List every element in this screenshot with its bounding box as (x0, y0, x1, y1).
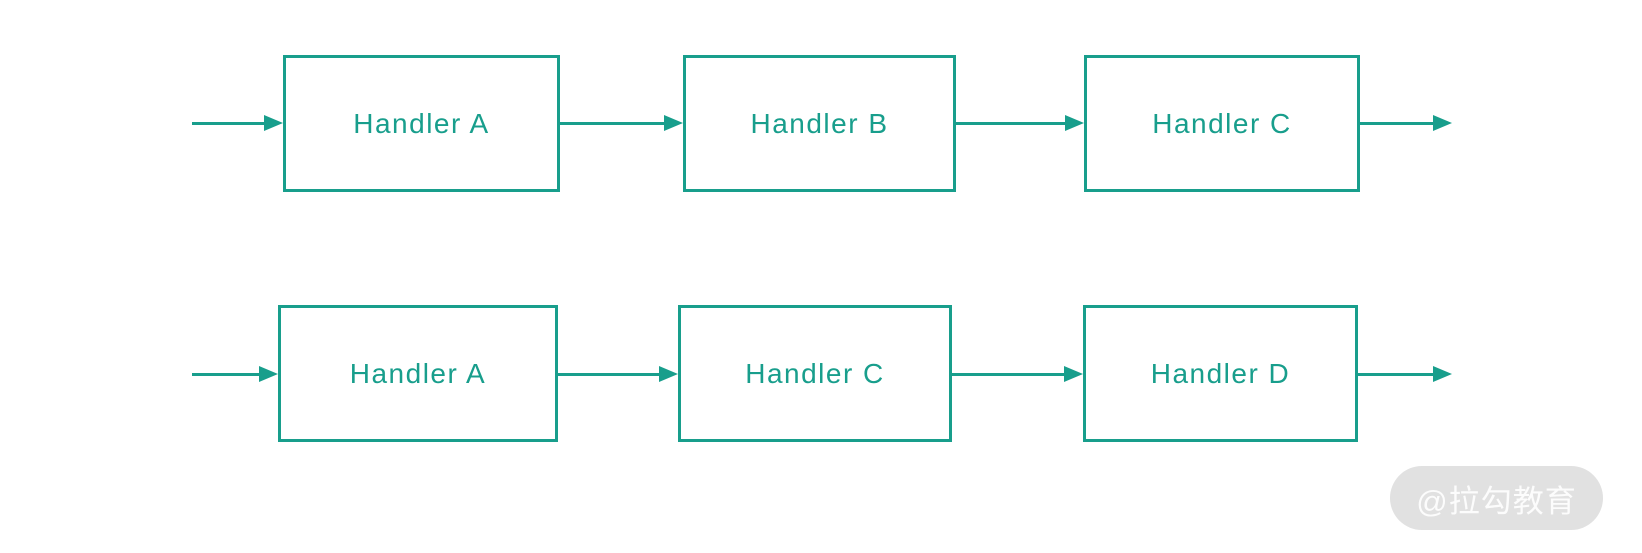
node-row2-handler-c: Handler C (678, 305, 952, 442)
node-row1-handler-c: Handler C (1084, 55, 1360, 192)
arrowhead-right-icon (664, 115, 683, 131)
flow-arrow-row2-a-to-c (558, 366, 678, 382)
arrow-line (558, 372, 666, 376)
arrowhead-right-icon (659, 366, 678, 382)
watermark-text: @拉勾教育 (1416, 483, 1577, 519)
flow-arrow-out-row2 (1358, 366, 1452, 382)
flow-arrow-in-row2 (192, 366, 278, 382)
node-label: Handler B (750, 107, 889, 139)
flow-arrow-row2-c-to-d (952, 366, 1083, 382)
arrowhead-right-icon (264, 115, 283, 131)
arrowhead-right-icon (1433, 115, 1452, 131)
node-row2-handler-d: Handler D (1083, 305, 1358, 442)
arrow-line (1360, 121, 1440, 125)
flow-arrow-row1-a-to-b (560, 115, 683, 131)
arrow-line (1358, 372, 1440, 376)
node-label: Handler C (745, 357, 885, 389)
node-label: Handler A (349, 357, 487, 389)
node-label: Handler D (1150, 357, 1291, 389)
arrow-line (952, 372, 1071, 376)
arrow-line (192, 121, 271, 125)
arrowhead-right-icon (1433, 366, 1452, 382)
node-label: Handler A (353, 107, 490, 139)
arrowhead-right-icon (1065, 115, 1084, 131)
node-row1-handler-b: Handler B (683, 55, 956, 192)
node-row1-handler-a: Handler A (283, 55, 560, 192)
arrow-line (192, 372, 266, 376)
flow-arrow-row1-b-to-c (956, 115, 1084, 131)
arrow-line (956, 121, 1072, 125)
flow-arrow-out-row1 (1360, 115, 1452, 131)
arrowhead-right-icon (259, 366, 278, 382)
node-label: Handler C (1152, 107, 1292, 139)
arrowhead-right-icon (1064, 366, 1083, 382)
arrow-line (560, 121, 671, 125)
watermark-badge: @拉勾教育 (1390, 466, 1603, 530)
node-row2-handler-a: Handler A (278, 305, 558, 442)
flow-arrow-in-row1 (192, 115, 283, 131)
